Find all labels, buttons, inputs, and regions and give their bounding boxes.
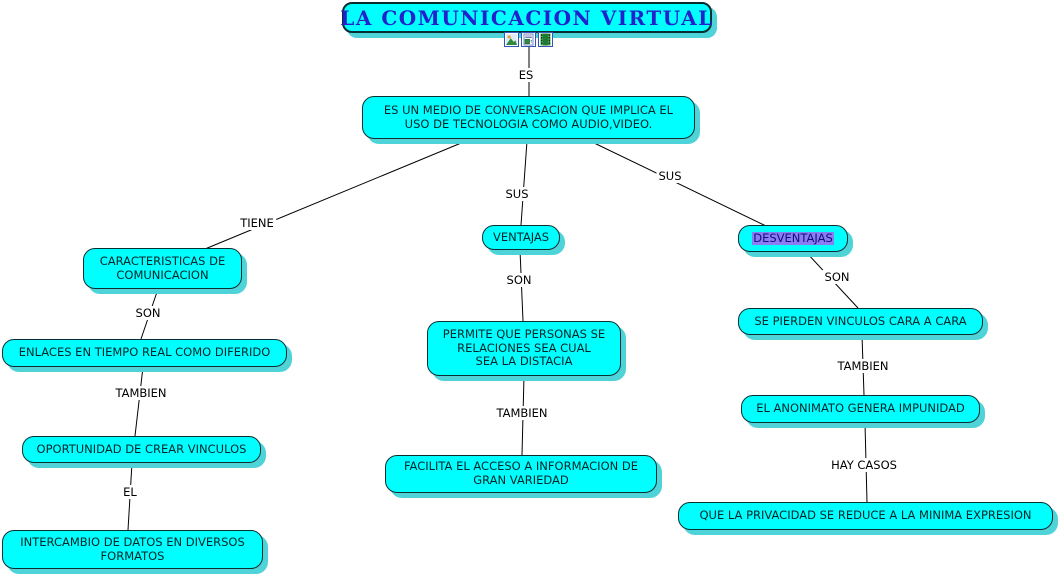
node-privacidad[interactable]: QUE LA PRIVACIDAD SE REDUCE A LA MINIMA … <box>678 502 1053 530</box>
title-resource-icons <box>504 32 553 47</box>
node-intercambio[interactable]: INTERCAMBIO DE DATOS EN DIVERSOS FORMATO… <box>2 530 263 569</box>
node-pierden-vinculos[interactable]: SE PIERDEN VINCULOS CARA A CARA <box>738 308 983 335</box>
link-label-son-mid[interactable]: SON <box>504 273 534 287</box>
link-label-hay-casos[interactable]: HAY CASOS <box>829 458 899 472</box>
link-line-tiene <box>204 140 467 250</box>
node-caracteristicas[interactable]: CARACTERISTICAS DE COMUNICACION <box>83 248 242 289</box>
film-icon[interactable] <box>538 32 553 47</box>
link-label-tambien-mid[interactable]: TAMBIEN <box>494 406 550 420</box>
node-permite[interactable]: PERMITE QUE PERSONAS SE RELACIONES SEA C… <box>427 321 621 376</box>
link-label-son-left[interactable]: SON <box>133 306 163 320</box>
node-ventajas[interactable]: VENTAJAS <box>482 225 560 250</box>
node-desventajas[interactable]: DESVENTAJAS <box>738 225 848 252</box>
image-icon[interactable] <box>504 32 519 47</box>
node-title[interactable]: LA COMUNICACION VIRTUAL <box>340 2 712 33</box>
link-label-son-right[interactable]: SON <box>822 270 852 284</box>
link-line-sus-desventajas <box>589 140 769 228</box>
link-label-tambien-right[interactable]: TAMBIEN <box>835 359 891 373</box>
link-label-tiene[interactable]: TIENE <box>238 216 276 230</box>
selected-text: DESVENTAJAS <box>752 230 834 246</box>
node-oportunidad[interactable]: OPORTUNIDAD DE CREAR VINCULOS <box>22 436 261 463</box>
node-enlaces[interactable]: ENLACES EN TIEMPO REAL COMO DIFERIDO <box>2 339 287 367</box>
link-label-sus-desventajas[interactable]: SUS <box>656 169 684 183</box>
link-line-sus-ventajas <box>520 140 528 226</box>
link-line-tambien-left <box>134 366 144 437</box>
link-label-tambien-left[interactable]: TAMBIEN <box>113 386 169 400</box>
node-facilita[interactable]: FACILITA EL ACCESO A INFORMACION DE GRAN… <box>385 455 657 493</box>
link-label-el[interactable]: EL <box>121 485 139 499</box>
link-label-sus-ventajas[interactable]: SUS <box>503 187 531 201</box>
image-document-icon[interactable] <box>521 32 536 47</box>
node-main-definition[interactable]: ES UN MEDIO DE CONVERSACION QUE IMPLICA … <box>362 96 695 139</box>
node-anonimato[interactable]: EL ANONIMATO GENERA IMPUNIDAD <box>741 395 980 423</box>
link-label-es[interactable]: ES <box>516 68 536 82</box>
